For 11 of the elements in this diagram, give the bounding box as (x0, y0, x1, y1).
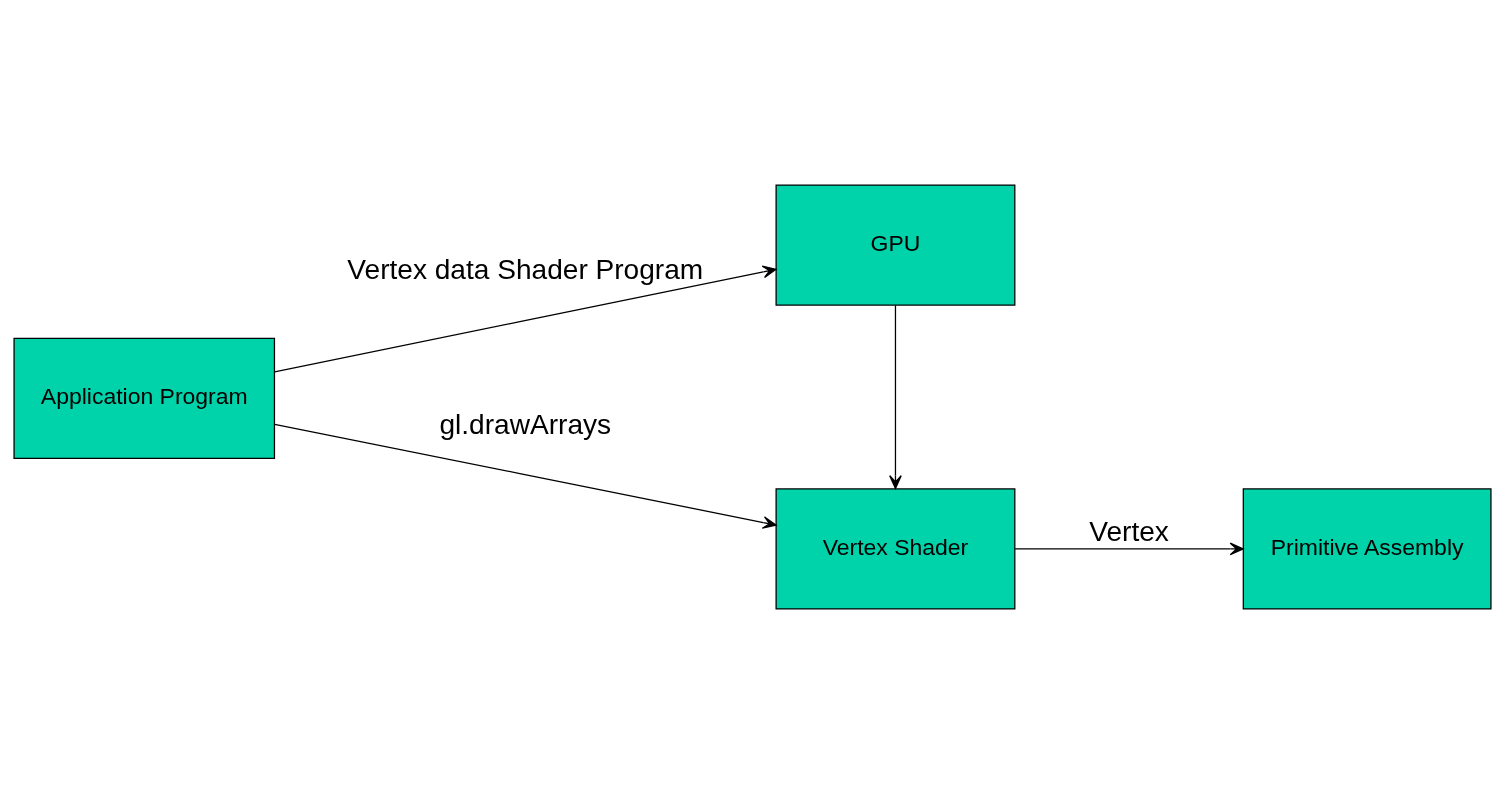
edge-label: Vertex data Shader Program (347, 253, 704, 285)
edge-label: gl.drawArrays (439, 408, 612, 440)
node-box: GPU (775, 183, 1016, 306)
node-box: Vertex Shader (775, 487, 1016, 610)
arrow (274, 265, 777, 372)
node-box: Primitive Assembly (1242, 487, 1492, 610)
arrow (274, 423, 777, 529)
arrow (1014, 542, 1244, 555)
edge-label: Vertex (1089, 515, 1169, 547)
arrow (889, 304, 902, 489)
node-box: Application Program (13, 337, 276, 459)
